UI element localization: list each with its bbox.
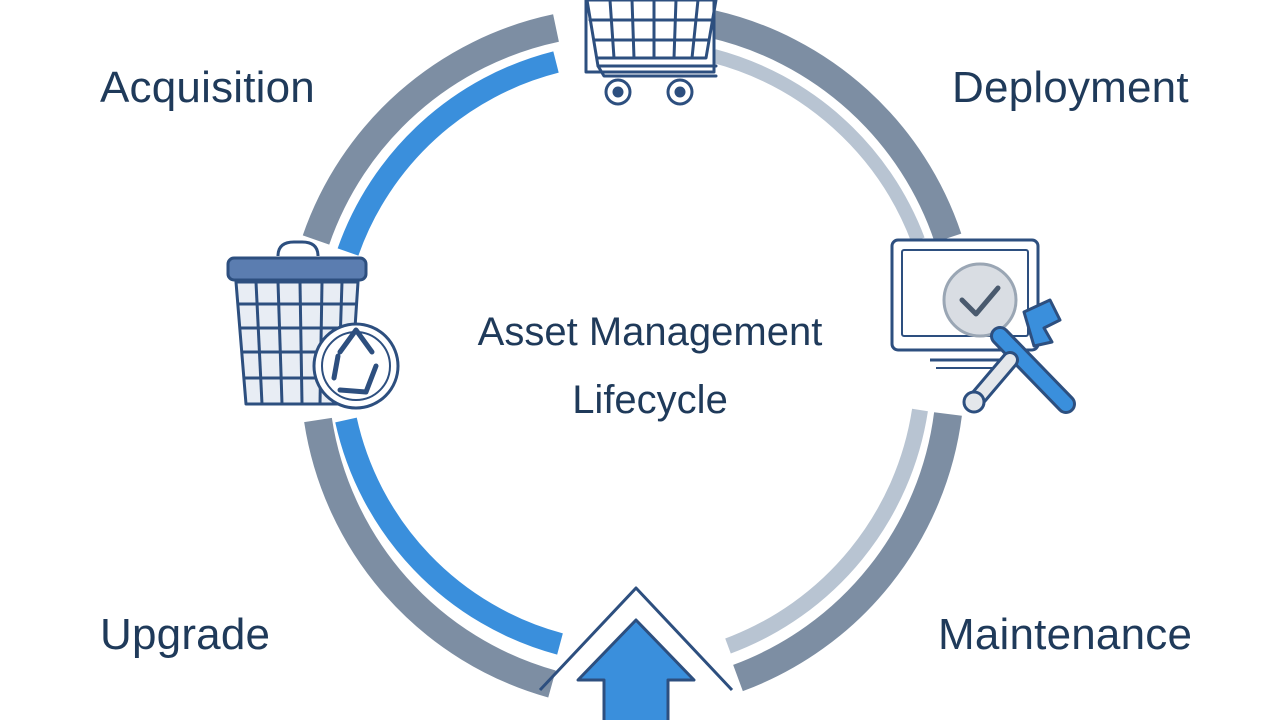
stage-label-acquisition: Acquisition: [100, 63, 315, 112]
recycle-bin-icon: [226, 240, 400, 410]
stage-label-upgrade: Upgrade: [100, 610, 271, 659]
center-title-line-2: Lifecycle: [572, 378, 728, 422]
shopping-cart-icon: [584, 0, 718, 106]
ring-segment-top-left: [302, 14, 559, 256]
ring-segment-bottom-right: [725, 408, 962, 692]
center-title-line-1: Asset Management: [477, 310, 823, 354]
ring-segment-top-right: [708, 10, 962, 243]
stage-label-deployment: Deployment: [952, 63, 1189, 112]
ring-segment-bottom-left: [304, 417, 563, 698]
computer-wrench-icon: [890, 238, 1076, 414]
up-arrow-icon: [538, 586, 734, 720]
stage-label-maintenance: Maintenance: [938, 610, 1193, 659]
